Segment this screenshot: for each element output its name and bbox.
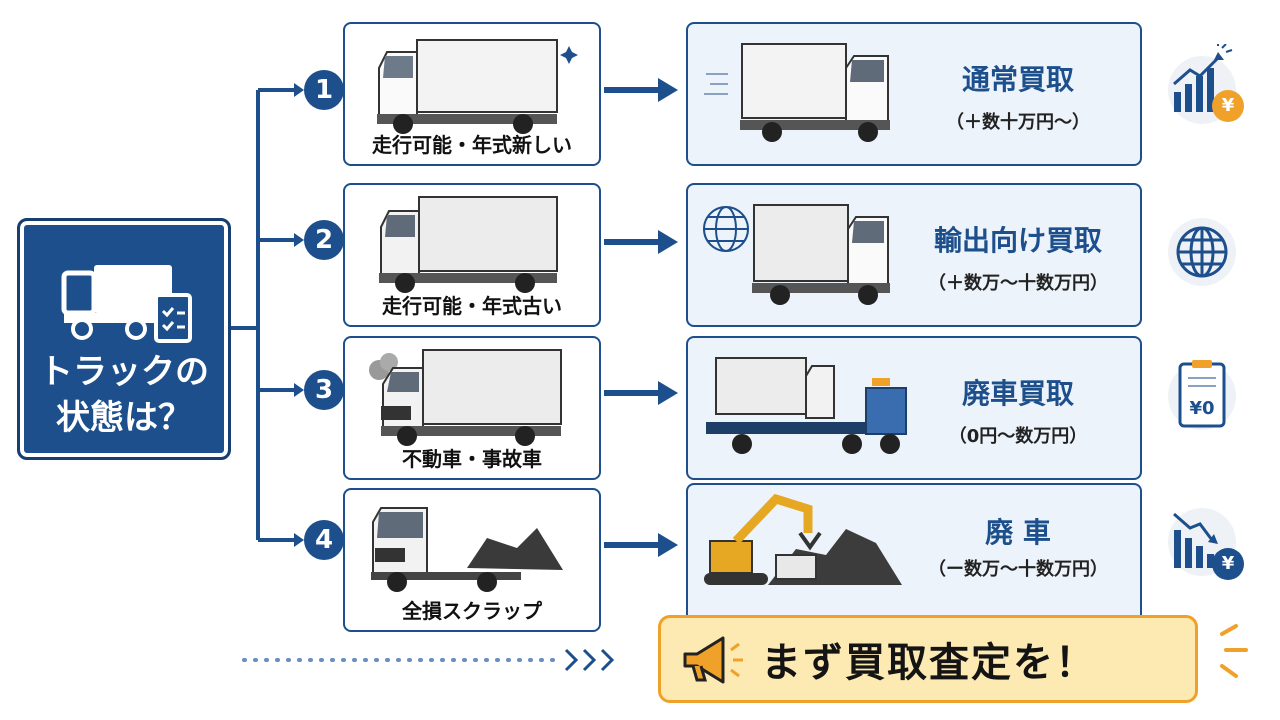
result-box-3: 廃車買取 （0円〜数万円） [686, 336, 1142, 480]
chart-down-yen-icon: ¥ [1168, 508, 1244, 580]
result-box-4: 廃 車 （ー数万〜十数万円） [686, 483, 1142, 627]
arrow-2 [604, 230, 678, 254]
step-number-1: 1 [304, 70, 344, 110]
result-title-3: 廃車買取 [961, 377, 1074, 410]
excavator-scrap-icon [704, 493, 902, 585]
arrow-4 [604, 533, 678, 557]
condition-label-4: 全損スクラップ [402, 599, 542, 623]
cta-text: まず買取査定を！ [761, 640, 1097, 686]
arrow-1 [604, 78, 678, 102]
new-truck-icon [377, 39, 578, 134]
old-truck-icon [379, 196, 558, 293]
scrap-truck-icon [371, 507, 563, 592]
cta-banner[interactable]: まず買取査定を！ [658, 615, 1198, 703]
condition-box-2: 走行可能・年式古い [343, 183, 601, 327]
condition-label-1: 走行可能・年式新しい [372, 133, 572, 157]
yen-coin-1: ¥ [1212, 90, 1244, 122]
moving-truck-icon [704, 43, 890, 142]
result-range-1: （＋数十万円〜） [946, 112, 1090, 133]
start-title: トラックの 状態は？ [39, 352, 209, 438]
sparkle-lines-icon [1220, 624, 1248, 678]
export-truck-icon [703, 204, 890, 305]
megaphone-icon [683, 636, 743, 684]
arrow-3 [604, 381, 678, 405]
condition-box-3: 不動車・事故車 [343, 336, 601, 480]
condition-label-2: 走行可能・年式古い [382, 294, 562, 318]
tow-truck-icon [706, 357, 907, 454]
condition-label-3: 不動車・事故車 [402, 447, 542, 471]
chart-up-yen-icon: ¥ [1168, 44, 1244, 124]
result-range-2: （＋数万〜十数万円） [928, 273, 1108, 294]
clipboard-yen-zero-icon: ¥0 [1168, 360, 1236, 430]
start-node: トラックの 状態は？ [17, 218, 231, 460]
yen-zero-label: ¥0 [1189, 398, 1215, 419]
result-title-4: 廃 車 [985, 516, 1051, 549]
step-number-3: 3 [304, 370, 344, 410]
condition-box-1: 走行可能・年式新しい [343, 22, 601, 166]
result-range-3: （0円〜数万円） [948, 426, 1088, 447]
result-box-2: 輸出向け買取 （＋数万〜十数万円） [686, 183, 1142, 327]
step-number-2: 2 [304, 220, 344, 260]
truck-clipboard-icon [61, 265, 192, 343]
result-box-1: 通常買取 （＋数十万円〜） [686, 22, 1142, 166]
result-range-4: （ー数万〜十数万円） [928, 559, 1108, 580]
result-title-2: 輸出向け買取 [933, 224, 1102, 257]
broken-truck-icon [369, 349, 562, 446]
step-number-4: 4 [304, 520, 344, 560]
yen-coin-4: ¥ [1212, 548, 1244, 580]
condition-box-4: 全損スクラップ [343, 488, 601, 632]
result-title-1: 通常買取 [961, 63, 1074, 96]
globe-icon [1168, 218, 1236, 286]
